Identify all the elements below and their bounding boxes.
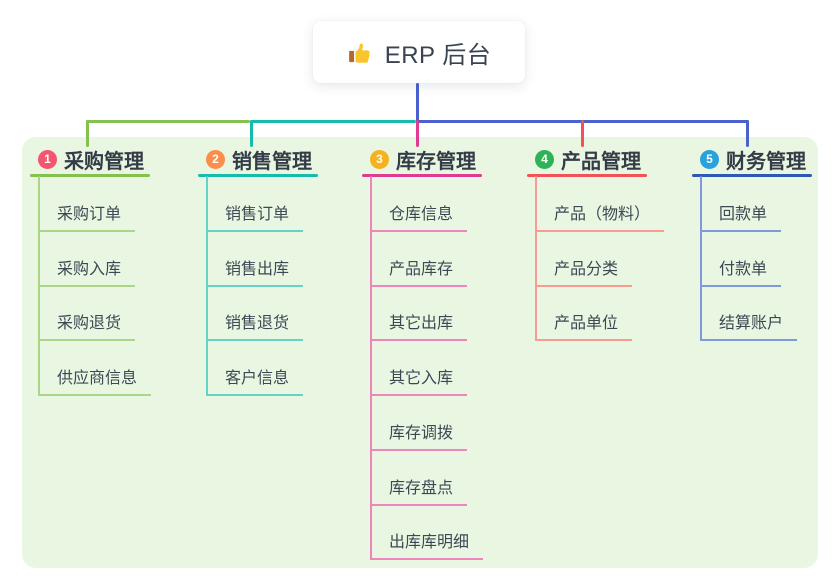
branch-number-badge: 4 (535, 149, 554, 169)
child-node[interactable]: 采购入库 (38, 260, 136, 287)
connector-bus-segment (86, 120, 250, 123)
child-node[interactable]: 库存调拨 (370, 424, 468, 451)
child-node[interactable]: 销售退货 (206, 314, 304, 341)
branch-node-5[interactable]: 5 财务管理 (692, 146, 806, 173)
child-node[interactable]: 产品分类 (535, 260, 633, 287)
child-node[interactable]: 结算账户 (700, 314, 798, 341)
connector-branch-drop (250, 120, 253, 147)
connector-child-spine (370, 176, 372, 560)
child-node[interactable]: 其它出库 (370, 314, 468, 341)
child-node[interactable]: 付款单 (700, 260, 782, 287)
child-node[interactable]: 客户信息 (206, 369, 304, 396)
branch-title: 财务管理 (726, 150, 806, 173)
branch-title: 销售管理 (232, 150, 312, 173)
child-node[interactable]: 库存盘点 (370, 479, 468, 506)
branch-title: 采购管理 (64, 150, 144, 173)
branch-node-3[interactable]: 3 库存管理 (362, 146, 476, 173)
branch-node-4[interactable]: 4 产品管理 (527, 146, 641, 173)
connector-branch-drop (746, 120, 749, 147)
connector-branch-underline (198, 174, 318, 177)
child-node[interactable]: 其它入库 (370, 369, 468, 396)
connector-branch-underline (692, 174, 812, 177)
branch-node-1[interactable]: 1 采购管理 (30, 146, 144, 173)
branch-number-badge: 3 (370, 149, 389, 169)
child-node[interactable]: 采购订单 (38, 205, 136, 232)
connector-bus-segment (250, 120, 416, 123)
branch-number-badge: 5 (700, 149, 719, 169)
child-node[interactable]: 销售出库 (206, 260, 304, 287)
child-node[interactable]: 产品单位 (535, 314, 633, 341)
connector-branch-underline (30, 174, 150, 177)
branch-title: 库存管理 (396, 150, 476, 173)
child-node[interactable]: 产品（物料） (535, 205, 665, 232)
child-node[interactable]: 出库库明细 (370, 533, 484, 560)
connector-branch-drop (86, 120, 89, 147)
root-node[interactable]: ERP 后台 (313, 21, 525, 83)
child-node[interactable]: 采购退货 (38, 314, 136, 341)
branch-node-2[interactable]: 2 销售管理 (198, 146, 312, 173)
thumbs-up-icon (347, 39, 374, 66)
child-node[interactable]: 产品库存 (370, 260, 468, 287)
connector-branch-drop (581, 120, 584, 147)
branch-number-badge: 2 (206, 149, 225, 169)
root-label: ERP 后台 (384, 41, 492, 69)
connector-root-drop (416, 83, 419, 123)
connector-branch-drop (416, 120, 419, 147)
child-node[interactable]: 回款单 (700, 205, 782, 232)
connector-child-spine (535, 176, 537, 341)
branches-panel (22, 137, 818, 568)
child-node[interactable]: 供应商信息 (38, 369, 152, 396)
branch-title: 产品管理 (561, 150, 641, 173)
child-node[interactable]: 仓库信息 (370, 205, 468, 232)
connector-branch-underline (527, 174, 647, 177)
child-node[interactable]: 销售订单 (206, 205, 304, 232)
connector-child-spine (700, 176, 702, 341)
branch-number-badge: 1 (38, 149, 57, 169)
connector-branch-underline (362, 174, 482, 177)
